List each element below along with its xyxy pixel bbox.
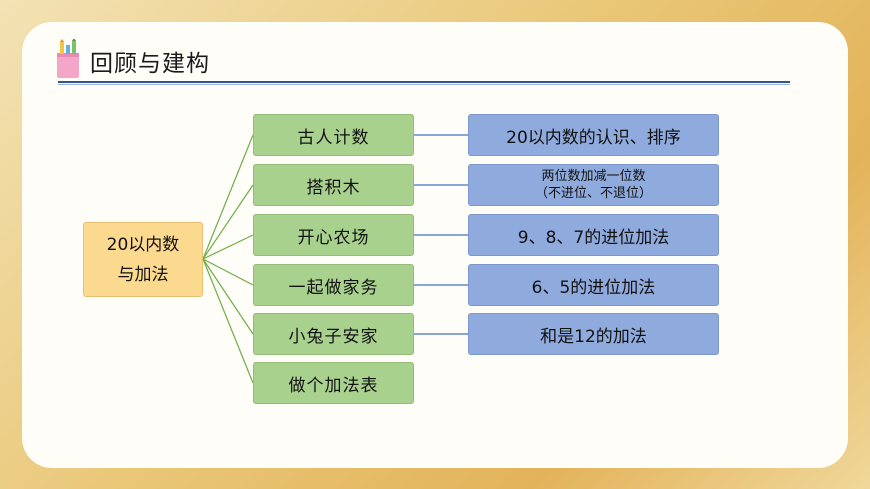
- root-connector-5: [202, 258, 254, 335]
- detail-node-2-line1: 两位数加减一位数: [541, 169, 646, 184]
- root-connector-1: [202, 134, 254, 260]
- root-connector-6: [202, 258, 254, 384]
- pencil-cup-icon: [57, 39, 79, 78]
- detail-node-3: 9、8、7的进位加法: [468, 214, 719, 256]
- detail-node-2: 两位数加减一位数 （不进位、不退位）: [468, 164, 719, 206]
- title-divider-thin: [58, 84, 790, 85]
- topic-node-4: 一起做家务: [253, 264, 414, 306]
- detail-node-1: 20以内数的认识、排序: [468, 114, 719, 156]
- topic-node-2: 搭积木: [253, 164, 414, 206]
- detail-node-2-line2: （不进位、不退位）: [534, 186, 652, 201]
- detail-node-5: 和是12的加法: [468, 313, 719, 355]
- topic-node-6: 做个加法表: [253, 362, 414, 404]
- root-connector-2: [202, 184, 254, 260]
- topic-node-5: 小兔子安家: [253, 313, 414, 355]
- topic-node-3: 开心农场: [253, 214, 414, 256]
- page-title: 回顾与建构: [90, 51, 210, 77]
- root-connector-4: [202, 258, 254, 286]
- topic-node-1: 古人计数: [253, 114, 414, 156]
- root-node-line2: 与加法: [117, 264, 169, 285]
- detail-node-4: 6、5的进位加法: [468, 264, 719, 306]
- root-node: 20以内数 与加法: [83, 222, 203, 297]
- root-node-line1: 20以内数: [106, 234, 180, 255]
- root-connector-3: [202, 234, 254, 260]
- title-divider: [58, 81, 790, 83]
